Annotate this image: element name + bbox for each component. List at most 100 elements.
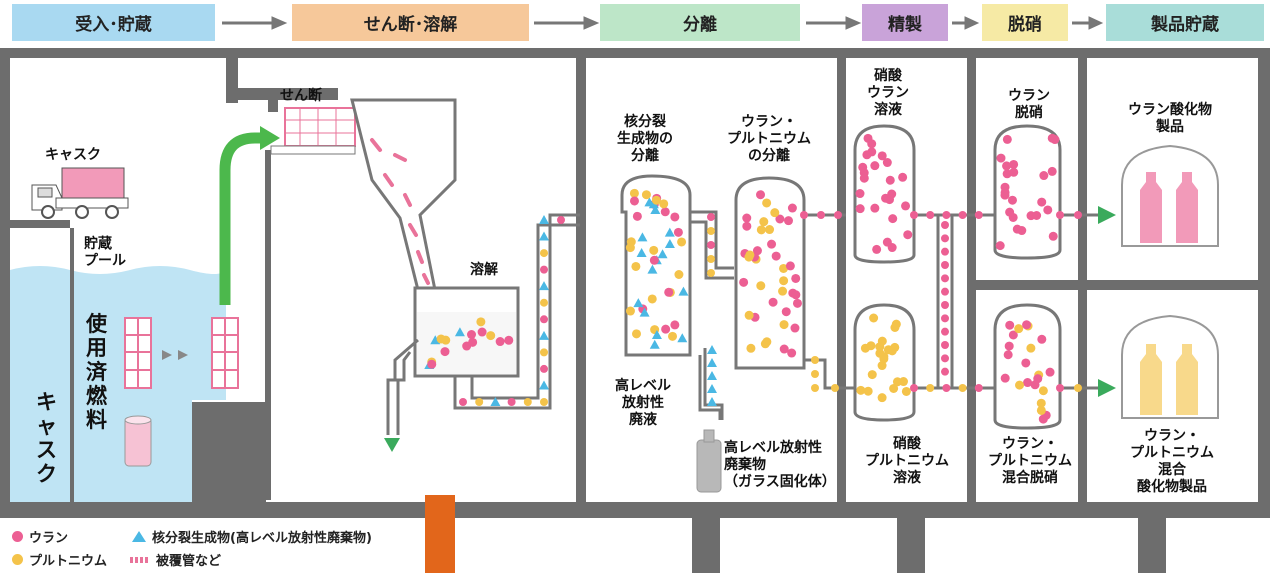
uranium-particle [792,298,802,308]
cladding-swatch-icon [130,556,150,563]
plutonium-particle [631,329,641,339]
uranium-particle [768,297,778,307]
uranium-particle [787,203,797,213]
uranium-particle [664,287,674,297]
plutonium-particle [707,227,715,235]
uranium-particle [779,344,789,354]
plutonium-particle [877,393,887,403]
plutonium-particle [811,384,819,392]
uranium-particle [942,384,951,392]
uranium-particle [941,221,949,229]
uranium-particle [1005,207,1015,217]
plutonium-particle [745,250,755,260]
plutonium-particle [1036,398,1046,408]
uranium-particle [941,247,949,256]
uranium-particle [941,354,949,363]
fission-product-particle [650,205,661,215]
uranium-particle [781,307,791,317]
plutonium-particle [779,320,789,330]
uranium-particle [834,211,842,219]
legend-cladding-label: 被覆管など [156,554,222,569]
uranium-particle [1005,320,1015,330]
plutonium-particle [1036,405,1046,415]
fission-product-triangle-icon [132,531,146,542]
plutonium-particle [641,190,651,200]
uranium-particle [783,216,793,226]
fission-product-particle [664,239,675,249]
uranium-particle [791,273,801,283]
uranium-particle [670,320,680,330]
shearing-label: せん断 [280,88,322,104]
uranium-particle [974,384,983,392]
uranium-particle [791,290,801,300]
uranium-particle [910,384,918,392]
fission-product-particle [636,247,647,257]
plutonium-particle [707,255,715,263]
uranium-particle [1000,373,1010,383]
hlw-liquid-label: 高レベル 放射性 廃液 [615,378,671,428]
uranium-particle [958,211,967,219]
legend-fission-products-label: 核分裂生成物(高レベル放射性廃棄物) [152,531,372,546]
legend-uranium-label: ウラン [29,531,69,546]
uranium-particle [855,189,865,199]
uranium-particle [775,214,785,224]
uranium-particle [1048,231,1058,241]
uranium-particle [1030,380,1040,390]
uranium-particle [941,234,949,243]
uranium-particle [1023,378,1033,388]
plutonium-particle [756,225,766,235]
plutonium-particle [625,306,635,316]
stage-flow-arrows [222,16,1104,30]
plutonium-particle [659,199,669,209]
plutonium-particle [778,286,788,296]
uranium-particle [507,398,516,406]
fission-product-particle [707,345,717,354]
stage-shear-dissolve: せん断･溶解 [292,4,529,41]
plutonium-particle [926,384,935,392]
u-denitration-vessel [993,124,1098,260]
uranium-particle [862,150,872,160]
uranium-particle [1074,211,1082,219]
plutonium-particle [631,261,641,271]
mox-product-storage [1121,314,1219,419]
building-walls [0,48,1270,573]
flow-particles [424,133,1082,424]
plutonium-particle [756,281,766,291]
plutonium-particle [863,386,873,396]
legend-fission-products: 核分裂生成物(高レベル放射性廃棄物) [132,527,372,546]
upu-separation-label: ウラン・ プルトニウム の分離 [727,114,811,164]
uranium-particle [870,161,880,171]
uranium-particle [903,230,913,240]
cask-vertical-label: キ ャ ス ク [36,390,57,486]
pu-nitrate-label: 硝酸 プルトニウム 溶液 [865,436,949,486]
uranium-particle [1037,197,1047,207]
uranium-particle [1047,166,1057,176]
plutonium-particle [523,398,532,406]
uranium-particle [1012,224,1022,234]
plutonium-particle [877,336,887,346]
plutonium-particle [668,331,678,341]
uranium-particle [1032,210,1042,220]
stage-product-storage: 製品貯蔵 [1106,4,1264,41]
plutonium-particle [475,398,484,406]
plutonium-particle [866,341,876,351]
uranium-particle [540,364,548,373]
uranium-particle [670,212,680,222]
u-oxide-product-label: ウラン酸化物 製品 [1128,102,1212,135]
plutonium-particle [811,356,819,364]
uranium-particle [859,173,869,183]
uranium-particle [910,211,918,219]
fission-product-particle [539,215,549,224]
truck-cask-icon [31,167,129,219]
uranium-particle [649,255,659,265]
plutonium-particle [875,348,885,358]
plutonium-particle [765,225,775,235]
uranium-particle [787,348,797,358]
uranium-particle [882,237,892,247]
uranium-particle [632,211,642,221]
uranium-particle [540,265,548,274]
plutonium-particle [1014,324,1024,334]
uranium-particle [1047,133,1057,143]
plutonium-particle [486,331,496,341]
